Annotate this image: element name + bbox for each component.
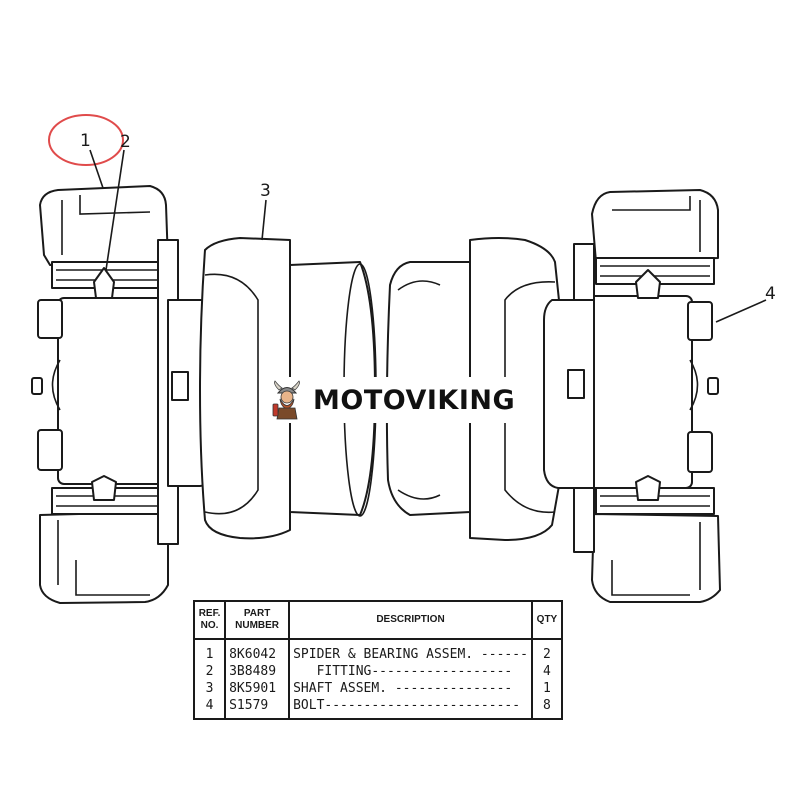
- highlight-circle: [48, 114, 124, 166]
- table-row: 4 S1579 BOLT------------------------- 8: [192, 697, 564, 719]
- right-lower-bearing-cap: [591, 513, 721, 603]
- cell-description: FITTING------------------: [288, 663, 533, 680]
- callout-leader-1: [89, 149, 104, 189]
- left-spider-body: [57, 297, 171, 485]
- right-upper-trunnion: [687, 301, 713, 341]
- parts-table-header-row: REF. NO. PART NUMBER DESCRIPTION QTY: [192, 600, 564, 640]
- callout-label-2: 2: [120, 132, 131, 152]
- cell-qty: 1: [530, 680, 564, 697]
- table-row: 3 8K5901 SHAFT ASSEM. --------------- 1: [192, 680, 564, 697]
- watermark-brand-text: MOTOVIKING: [313, 384, 516, 416]
- callout-leader-4: [715, 299, 767, 323]
- right-upper-grease-fitting: [635, 269, 661, 299]
- cell-ref: 1: [192, 639, 227, 663]
- cell-description: BOLT-------------------------: [288, 697, 533, 719]
- header-part-number: PART NUMBER: [224, 600, 291, 640]
- cell-part-number: 8K6042: [224, 639, 291, 663]
- right-upper-bearing-cap: [591, 189, 719, 263]
- cell-description: SPIDER & BEARING ASSEM. ------: [288, 639, 533, 663]
- cell-qty: 4: [530, 663, 564, 680]
- callout-leader-2: [105, 149, 125, 271]
- header-qty: QTY: [530, 600, 564, 640]
- right-lower-grease-fitting: [635, 475, 661, 501]
- left-lower-grease-fitting: [91, 475, 117, 501]
- cell-description: SHAFT ASSEM. ---------------: [288, 680, 533, 697]
- watermark: MOTOVIKING: [263, 377, 533, 423]
- left-upper-grease-fitting: [93, 267, 115, 299]
- cell-qty: 8: [530, 697, 564, 719]
- cell-qty: 2: [530, 639, 564, 663]
- left-upper-trunnion: [37, 299, 63, 339]
- callout-label-4: 4: [765, 284, 776, 304]
- viking-mascot-icon: [272, 380, 300, 420]
- cell-part-number: 3B8489: [224, 663, 291, 680]
- left-upper-bearing-cap: [39, 185, 169, 266]
- left-shaft-yoke: [199, 237, 291, 540]
- callout-label-3: 3: [260, 181, 271, 201]
- cell-ref: 4: [192, 697, 227, 719]
- callout-label-1: 1: [80, 131, 91, 151]
- table-row: 1 8K6042 SPIDER & BEARING ASSEM. ------ …: [192, 639, 564, 663]
- table-row: 2 3B8489 FITTING------------------ 4: [192, 663, 564, 680]
- right-yoke-assembly: [543, 189, 721, 603]
- header-ref-no: REF. NO.: [192, 600, 227, 640]
- callout-leader-3: [261, 199, 267, 241]
- parts-table: REF. NO. PART NUMBER DESCRIPTION QTY 1 8…: [192, 600, 564, 720]
- left-lower-bearing-cap: [39, 511, 170, 604]
- left-lower-trunnion: [37, 429, 63, 471]
- cell-ref: 2: [192, 663, 227, 680]
- right-spider-body: [587, 295, 693, 489]
- cell-part-number: 8K5901: [224, 680, 291, 697]
- cell-ref: 3: [192, 680, 227, 697]
- header-description: DESCRIPTION: [288, 600, 533, 640]
- left-yoke-assembly: [31, 185, 215, 604]
- cell-part-number: S1579: [224, 697, 291, 719]
- right-lower-trunnion: [687, 431, 713, 473]
